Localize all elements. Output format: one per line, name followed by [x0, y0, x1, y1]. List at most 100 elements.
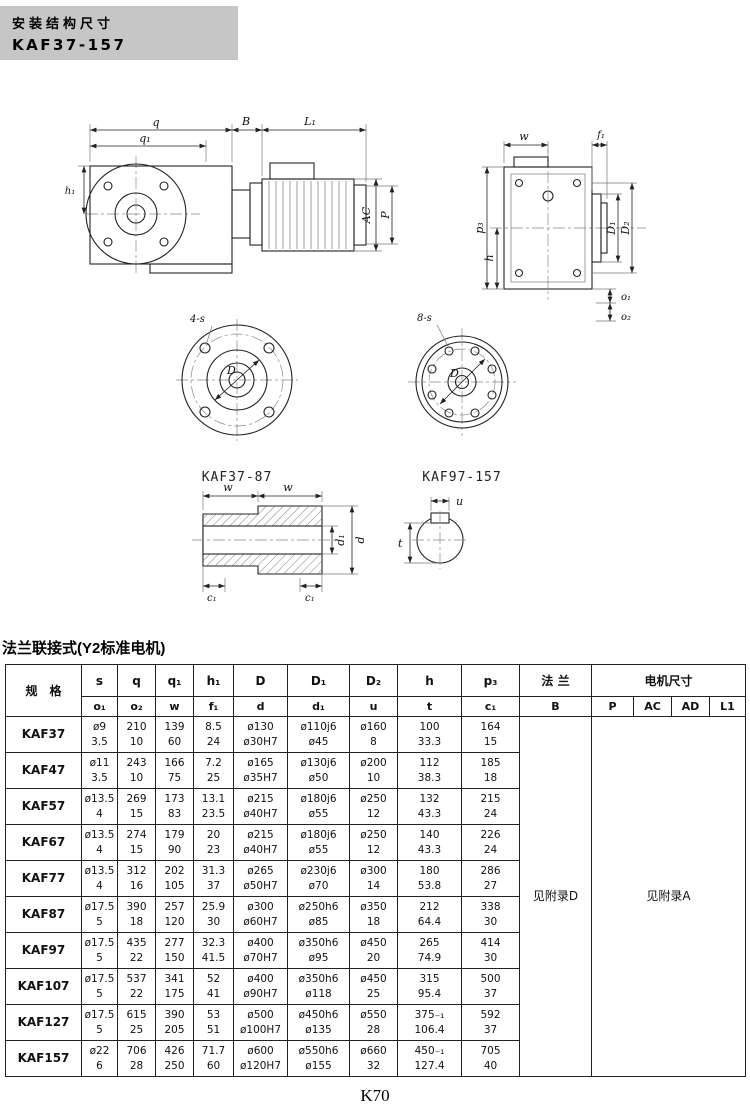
flange-note-cell: 见附录D	[519, 716, 592, 1077]
title-block-line1: 安装结构尺寸	[12, 16, 115, 31]
technical-drawings: q q₁ B L₁ h₁ AC P	[65, 115, 646, 604]
col-header: D	[233, 664, 288, 697]
dim-label-c1: c₁	[207, 593, 217, 604]
col-subheader-flange: B	[519, 696, 592, 717]
dim-label-D: D	[449, 367, 459, 380]
dim-label-h1: h₁	[65, 186, 75, 197]
dim-label-u: u	[456, 495, 463, 508]
dim-label-D: D	[226, 364, 236, 377]
dim-label-q1: q₁	[139, 132, 150, 145]
col-header: h	[397, 664, 462, 697]
key-cross-section-drawing: u t	[398, 495, 468, 569]
model-cell: KAF87	[5, 896, 82, 933]
dim-label-t: t	[398, 537, 403, 550]
dim-label-o2: o₂	[621, 312, 631, 323]
col-subheader: f₁	[193, 696, 234, 717]
dim-label-c1: c₁	[305, 593, 315, 604]
dim-label-D2: D₂	[619, 221, 632, 235]
title-block-line2: KAF37-157	[12, 36, 127, 54]
dim-label-D1: D₁	[605, 221, 618, 235]
col-header: q	[117, 664, 156, 697]
model-cell: KAF47	[5, 752, 82, 789]
flange-caption-kaf97-157: KAF97-157	[422, 470, 501, 485]
dim-label-w: w	[519, 130, 529, 143]
col-subheader: o₁	[81, 696, 118, 717]
col-subheader: d₁	[287, 696, 350, 717]
dim-label-L1: L₁	[303, 115, 316, 128]
col-header: q₁	[155, 664, 194, 697]
dim-label-w: w	[283, 481, 293, 494]
rear-view-drawing: w f₁ p₃ h D₁ D₂ o₁ o₂	[473, 130, 646, 323]
col-subheader: w	[155, 696, 194, 717]
section-title: 法兰联接式(Y2标准电机)	[2, 640, 166, 657]
col-subheader: t	[397, 696, 462, 717]
model-cell: KAF77	[5, 860, 82, 897]
col-subheader-motor: L1	[708, 696, 747, 717]
flange-caption-kaf37-87: KAF37-87	[202, 470, 273, 485]
col-header-spec: 规 格	[5, 664, 82, 717]
col-header-flange: 法 兰	[519, 664, 592, 697]
model-cell: KAF107	[5, 968, 82, 1005]
model-cell: KAF57	[5, 788, 82, 825]
model-cell: KAF157	[5, 1040, 82, 1077]
